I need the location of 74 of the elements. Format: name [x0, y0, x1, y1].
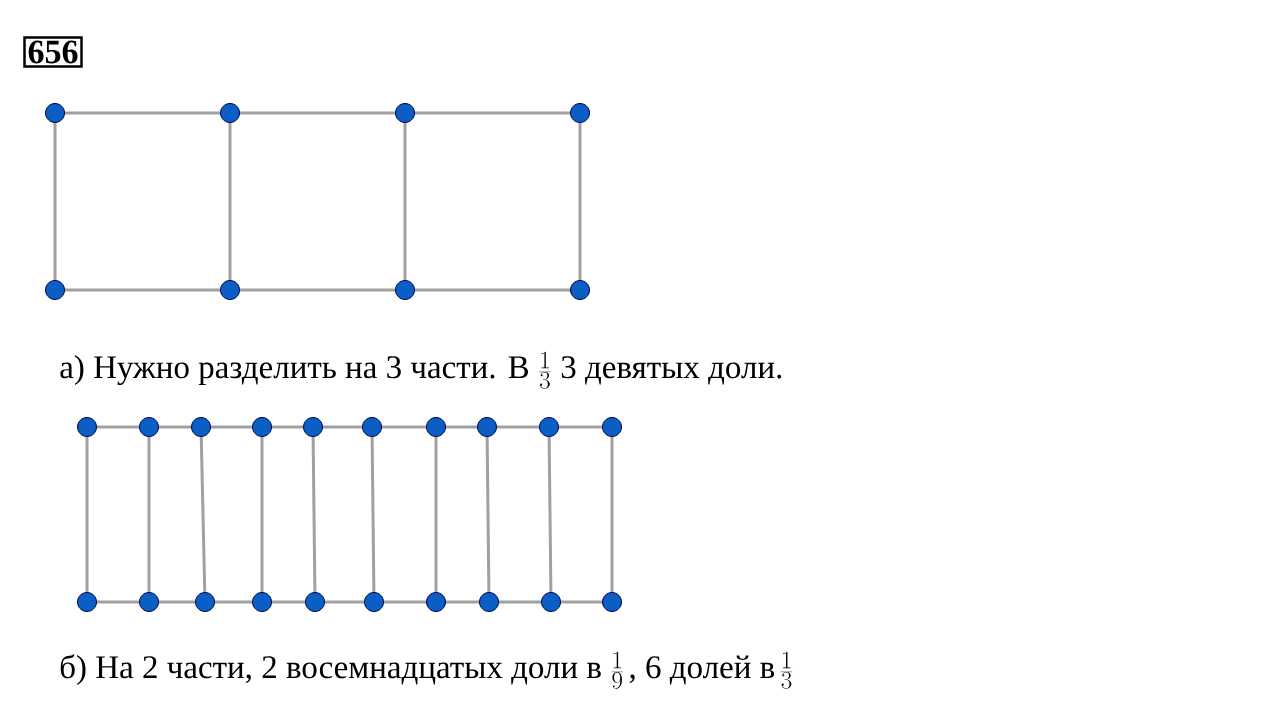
fraction: $\frac{1}{3}$	[780, 651, 793, 689]
segment	[240, 288, 395, 292]
point	[252, 417, 272, 437]
point	[477, 417, 497, 437]
point	[139, 417, 159, 437]
point	[570, 103, 590, 123]
point	[305, 592, 325, 612]
segment	[547, 436, 553, 592]
fraction: $\frac{1}{9}$	[611, 651, 623, 689]
point	[570, 280, 590, 300]
segment	[446, 425, 477, 429]
point	[303, 417, 323, 437]
point	[220, 103, 240, 123]
segment	[159, 600, 195, 604]
segment	[434, 437, 438, 592]
caption-text: а) Нужно разделить на 3 части. В	[60, 355, 528, 386]
segment	[272, 425, 303, 429]
segment	[53, 123, 57, 280]
problem-number: 656	[23, 36, 83, 68]
segment	[497, 425, 539, 429]
caption-text: , 6 долей в	[629, 655, 775, 685]
segment	[403, 123, 407, 280]
point	[602, 417, 622, 437]
caption-text: 3 девятых доли.	[561, 356, 782, 385]
segment	[446, 600, 479, 604]
point	[395, 103, 415, 123]
segment	[561, 600, 602, 604]
segment	[65, 111, 220, 115]
fraction: $\frac{1}{3}$	[539, 351, 551, 389]
point	[77, 417, 97, 437]
segment	[325, 600, 364, 604]
segment	[311, 436, 317, 592]
point	[541, 592, 561, 612]
caption-text: б) На 2 части, 2 восемнадцатых доли в	[60, 654, 601, 685]
segment	[65, 288, 220, 292]
point	[191, 417, 211, 437]
point	[195, 592, 215, 612]
segment	[370, 436, 376, 592]
point	[479, 592, 499, 612]
point	[252, 592, 272, 612]
point	[395, 280, 415, 300]
segment	[147, 437, 151, 592]
segment	[211, 425, 252, 429]
segment	[97, 425, 139, 429]
segment	[578, 123, 582, 280]
segment	[485, 436, 491, 592]
segment	[415, 111, 570, 115]
segment	[215, 600, 252, 604]
segment	[240, 111, 395, 115]
point	[139, 592, 159, 612]
segment	[415, 288, 570, 292]
segment	[272, 600, 305, 604]
segment	[610, 437, 614, 592]
segment	[499, 600, 541, 604]
point	[362, 417, 382, 437]
point	[220, 280, 240, 300]
segment	[559, 425, 602, 429]
segment	[85, 437, 89, 592]
segment	[384, 600, 426, 604]
segment	[228, 123, 232, 280]
segment	[199, 436, 207, 593]
point	[77, 592, 97, 612]
point	[539, 417, 559, 437]
segment	[382, 425, 426, 429]
segment	[260, 437, 264, 592]
segment	[97, 600, 139, 604]
segment	[159, 425, 191, 429]
point	[426, 417, 446, 437]
point	[45, 103, 65, 123]
point	[602, 592, 622, 612]
point	[45, 280, 65, 300]
point	[426, 592, 446, 612]
segment	[323, 425, 362, 429]
point	[364, 592, 384, 612]
